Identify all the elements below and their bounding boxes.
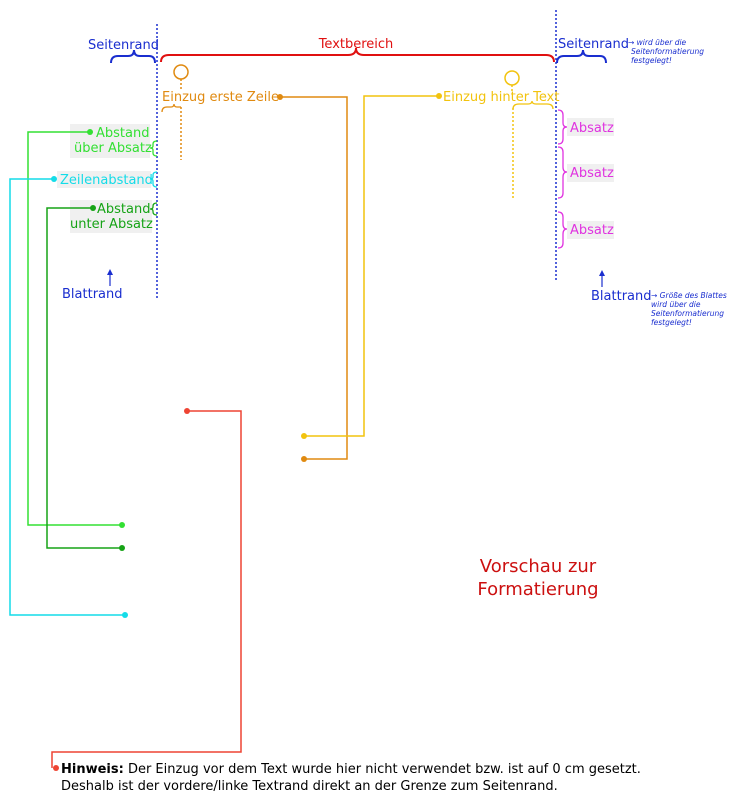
- indent-after-text-target-dot: [301, 433, 307, 439]
- page-margin-right-brace: [556, 49, 607, 64]
- note-line: → Größe des Blattes: [651, 291, 727, 300]
- paragraph-brace-1: [557, 109, 568, 145]
- note-connector-end-dot: [53, 765, 59, 771]
- text-area-brace: [160, 47, 555, 63]
- indent-after-text-brace: [512, 100, 554, 110]
- line-spacing-label: Zeilenabstand: [60, 173, 153, 188]
- page-edge-left-arrow-head: [107, 269, 113, 275]
- space-above-brace: [149, 140, 158, 157]
- page-margin-left-brace: [110, 49, 156, 64]
- page-edge-right-arrow-head: [599, 270, 605, 276]
- indent-after-text-connector: [304, 95, 439, 437]
- first-line-indent-brace: [161, 103, 181, 113]
- page-margin-right-label: Seitenrand: [558, 37, 629, 52]
- space-below-label-line1: Abstand: [97, 202, 150, 217]
- page-edge-right-label: Blattrand: [591, 289, 652, 304]
- note-line: Seitenformatierung: [651, 309, 724, 318]
- space-below-brace: [149, 202, 158, 216]
- page-margin-left-label: Seitenrand: [88, 38, 159, 53]
- space-above-target-dot: [119, 522, 125, 528]
- note-connector: [51, 410, 242, 768]
- first-line-indent-label: Einzug erste Zeile: [162, 90, 279, 105]
- note-line: festgelegt!: [651, 318, 692, 327]
- paragraph-brace-3: [557, 211, 568, 249]
- note-text-line2: Deshalb ist der vordere/linke Textrand d…: [61, 779, 558, 794]
- paragraph-brace-2: [557, 146, 568, 199]
- space-below-label-bg: [70, 200, 152, 233]
- preview-title-line1: Vorschau zur: [480, 556, 597, 577]
- note-rest: Der Einzug vor dem Text wurde hier nicht…: [124, 762, 641, 777]
- note-line: → wird über die: [628, 38, 687, 47]
- line-spacing-label-bg: [57, 171, 151, 188]
- paragraph-label-2: Absatz: [570, 166, 614, 181]
- first-line-indent-connector: [280, 96, 348, 460]
- page-edge-right-note: → Größe des Blattes wird über die Seiten…: [651, 291, 729, 327]
- line-spacing-connector: [9, 178, 125, 616]
- note-line: festgelegt!: [631, 56, 672, 65]
- paragraph-label-bg-3: [567, 221, 614, 239]
- first-line-indent-target-dot: [301, 456, 307, 462]
- page-edge-left-label: Blattrand: [62, 287, 123, 302]
- space-above-label-line2: über Absatz: [74, 141, 152, 156]
- paragraph-label-bg-1: [567, 118, 614, 136]
- note-line: wird über die: [651, 300, 701, 309]
- note-bold: Hinweis:: [61, 762, 124, 777]
- space-below-target-dot: [119, 545, 125, 551]
- space-below-connector: [46, 207, 122, 549]
- text-area-label: Textbereich: [318, 37, 394, 52]
- first-line-indent-marker: [173, 64, 189, 80]
- note-text-line1: Hinweis: Der Einzug vor dem Text wurde h…: [61, 762, 641, 777]
- space-below-label-line2: unter Absatz: [70, 217, 153, 232]
- paragraph-label-3: Absatz: [570, 223, 614, 238]
- preview-title-line2: Formatierung: [477, 579, 598, 600]
- line-spacing-target-dot: [122, 612, 128, 618]
- paragraph-label-1: Absatz: [570, 121, 614, 136]
- page-margin-right-note: → wird über die Seitenformatierung festg…: [628, 38, 706, 65]
- space-above-connector: [27, 131, 122, 526]
- line-spacing-brace: [149, 171, 158, 188]
- space-above-label-line1: Abstand: [96, 126, 149, 141]
- space-above-label-bg: [70, 124, 150, 158]
- indent-after-text-label: Einzug hinter Text: [443, 90, 559, 105]
- paragraph-label-bg-2: [567, 164, 614, 182]
- indent-after-text-marker: [504, 70, 520, 86]
- note-line: Seitenformatierung: [631, 47, 704, 56]
